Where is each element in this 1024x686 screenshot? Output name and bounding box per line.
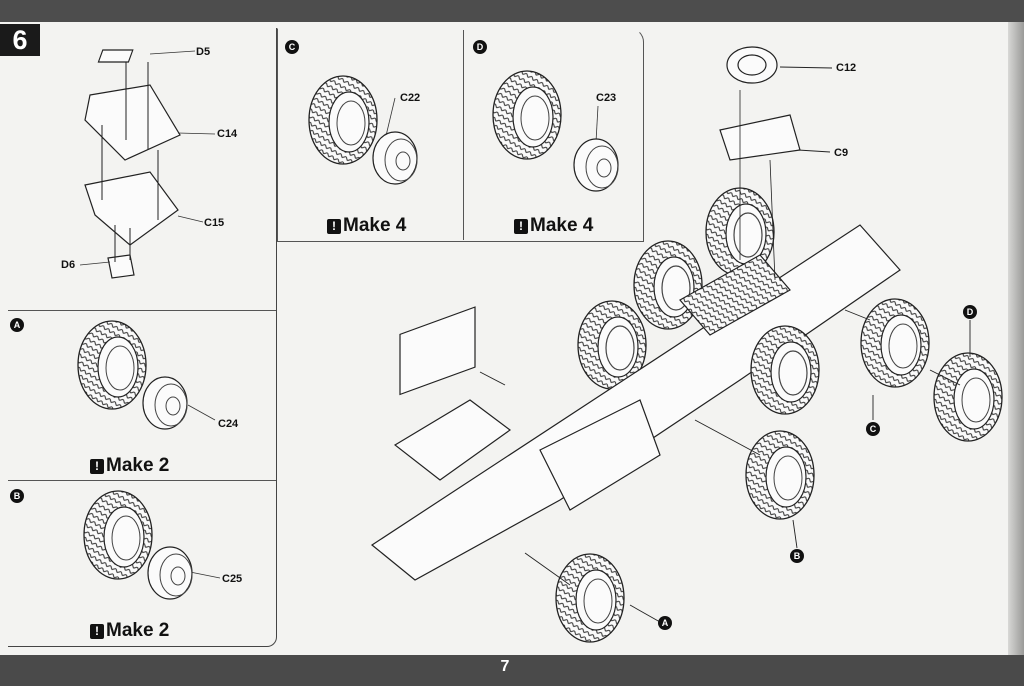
step-number-badge: 6 — [0, 24, 40, 56]
marker-c: C — [285, 40, 299, 54]
marker-a-main: A — [658, 616, 672, 630]
exclamation-icon: ! — [90, 458, 104, 474]
part-label-d6: D6 — [61, 259, 76, 271]
exclamation-icon: ! — [514, 218, 528, 234]
bottom-bar — [0, 655, 1024, 686]
hub-c23 — [573, 138, 619, 192]
fuel-tank-drawing — [84, 49, 181, 279]
part-label-c22: C22 — [400, 92, 421, 104]
part-label-c24: C24 — [218, 418, 239, 430]
tire-a — [77, 320, 147, 410]
hub-c24 — [142, 376, 188, 430]
divider — [8, 310, 276, 311]
make-count-d: !Make 4 — [514, 215, 593, 237]
hub-c22 — [372, 131, 418, 185]
exclamation-icon: ! — [90, 623, 104, 639]
top-bar — [0, 0, 1024, 22]
divider — [8, 480, 276, 481]
left-panel — [8, 28, 277, 647]
marker-b-main: B — [790, 549, 804, 563]
marker-a: A — [10, 318, 24, 332]
tire-d — [492, 70, 562, 160]
part-label-c23: C23 — [596, 92, 617, 104]
part-label-d5: D5 — [196, 46, 211, 58]
page-edge-shadow — [1008, 22, 1024, 655]
page-number: 7 — [500, 658, 510, 675]
hub-c25 — [147, 546, 193, 600]
chassis-drawing — [370, 46, 901, 581]
make-count-a: !Make 2 — [90, 455, 169, 477]
make-count-b: !Make 2 — [90, 620, 169, 642]
part-label-c12: C12 — [836, 62, 857, 74]
marker-d: D — [473, 40, 487, 54]
part-label-c9: C9 — [834, 147, 849, 159]
marker-b: B — [10, 489, 24, 503]
wheel-panel-cd — [277, 28, 644, 242]
marker-d-main: D — [963, 305, 977, 319]
exclamation-icon: ! — [327, 218, 341, 234]
divider — [463, 30, 464, 240]
make-count-c: !Make 4 — [327, 215, 406, 237]
part-label-c14: C14 — [217, 128, 238, 140]
tire-b — [83, 490, 153, 580]
part-label-c15: C15 — [204, 217, 225, 229]
tire-c — [308, 75, 378, 165]
part-label-c25: C25 — [222, 573, 243, 585]
marker-c-main: C — [866, 422, 880, 436]
